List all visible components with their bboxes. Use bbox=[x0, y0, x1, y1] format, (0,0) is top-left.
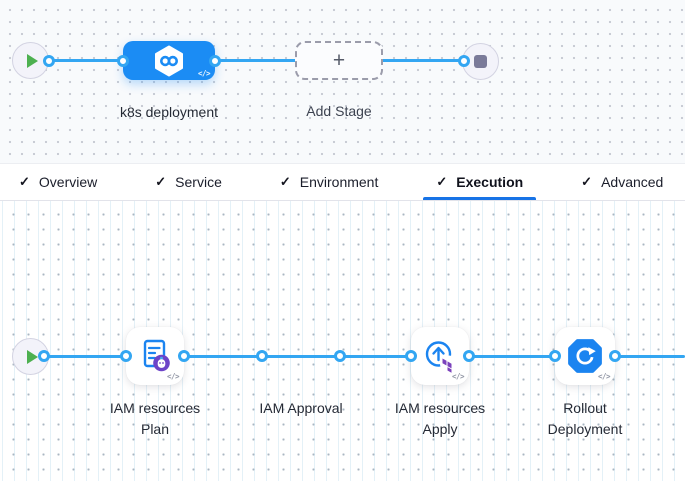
edge-port bbox=[256, 350, 268, 362]
stage-node-k8s-deployment[interactable]: </> bbox=[123, 41, 215, 80]
tab-label: Advanced bbox=[601, 174, 664, 190]
tab-advanced[interactable]: ✓ Advanced bbox=[568, 164, 676, 200]
plus-icon: + bbox=[332, 49, 346, 72]
check-icon: ✓ bbox=[581, 174, 593, 189]
edge-port bbox=[458, 55, 470, 67]
yaml-code-icon: </> bbox=[166, 371, 180, 381]
step-label: IAM resources Plan bbox=[109, 400, 201, 437]
execution-edge bbox=[30, 355, 685, 358]
yaml-code-icon: </> bbox=[597, 371, 611, 381]
stage-node-label: k8s deployment bbox=[119, 104, 219, 120]
stage-config-tabs: ✓ Overview ✓ Service ✓ Environment ✓ Exe… bbox=[0, 163, 685, 201]
pipeline-start-node[interactable] bbox=[12, 42, 49, 79]
terraform-plan-icon bbox=[143, 339, 170, 372]
pipeline-end-node[interactable] bbox=[462, 43, 499, 80]
check-icon: ✓ bbox=[19, 174, 30, 189]
tab-environment[interactable]: ✓ Environment bbox=[267, 164, 392, 200]
step-label: Rollout Deployment bbox=[547, 400, 623, 437]
tab-label: Execution bbox=[456, 174, 524, 190]
edge-port bbox=[609, 350, 621, 362]
step-iam-resources-apply[interactable]: </> bbox=[411, 327, 469, 385]
add-stage-label: Add Stage bbox=[306, 103, 372, 119]
edge-port bbox=[334, 350, 346, 362]
add-stage-button[interactable]: + bbox=[295, 41, 383, 80]
stage-graph-canvas: </> + k8s deployment Add Stage bbox=[0, 0, 685, 163]
terraform-apply-icon bbox=[425, 341, 457, 373]
execution-graph-canvas: </> </> bbox=[0, 201, 685, 481]
check-icon: ✓ bbox=[155, 174, 167, 189]
tab-label: Environment bbox=[299, 174, 379, 190]
check-icon: ✓ bbox=[279, 174, 291, 189]
tab-execution[interactable]: ✓ Execution bbox=[423, 164, 536, 200]
step-iam-resources-plan[interactable]: </> bbox=[126, 327, 184, 385]
edge-port bbox=[38, 350, 50, 362]
edge-port bbox=[405, 350, 417, 362]
stage-edge bbox=[30, 59, 480, 62]
stop-icon bbox=[474, 55, 487, 68]
edge-port bbox=[463, 350, 475, 362]
edge-port bbox=[178, 350, 190, 362]
edge-port bbox=[549, 350, 561, 362]
step-label: IAM Approval bbox=[259, 400, 343, 416]
play-icon bbox=[27, 349, 38, 364]
edge-port bbox=[43, 55, 55, 67]
play-icon bbox=[27, 53, 38, 68]
harness-cd-icon bbox=[155, 45, 183, 76]
tab-service[interactable]: ✓ Service bbox=[142, 164, 235, 200]
edge-port bbox=[209, 55, 221, 67]
tab-label: Service bbox=[175, 174, 222, 190]
tab-overview[interactable]: ✓ Overview bbox=[6, 164, 110, 200]
edge-port bbox=[117, 55, 129, 67]
tab-label: Overview bbox=[38, 174, 98, 190]
check-icon: ✓ bbox=[436, 174, 448, 189]
step-label: IAM resources Apply bbox=[394, 400, 486, 437]
yaml-code-icon: </> bbox=[197, 68, 211, 78]
edge-port bbox=[120, 350, 132, 362]
step-rollout-deployment[interactable]: </> bbox=[555, 327, 615, 385]
rollout-deployment-icon bbox=[568, 339, 602, 373]
yaml-code-icon: </> bbox=[451, 371, 465, 381]
